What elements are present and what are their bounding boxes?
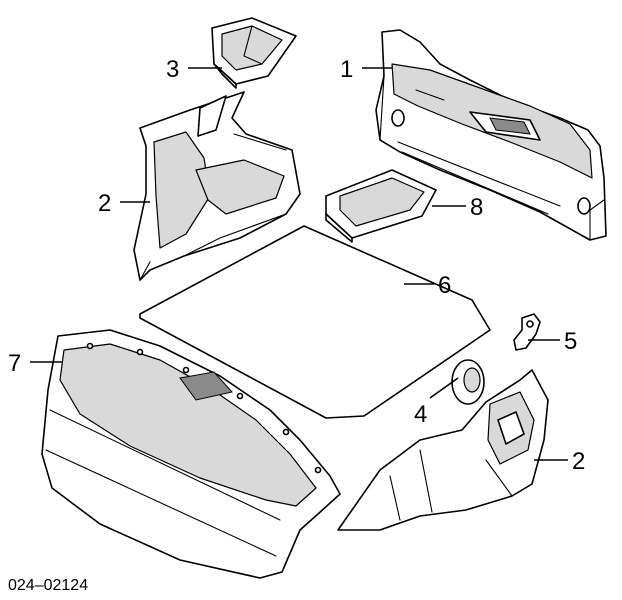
callout-8: 8 [470,194,483,221]
callout-2-lower: 2 [572,448,585,475]
callout-6: 6 [438,272,451,299]
part-7-rear-shelf [41,329,341,579]
callout-5: 5 [564,328,577,355]
callout-1: 1 [340,56,353,83]
part-2-left-side-trim [133,91,301,281]
part-4-round-cover [451,359,485,405]
leader-4 [429,377,459,399]
callout-4: 4 [414,401,427,428]
callout-2-upper: 2 [98,190,111,217]
part-1-rear-panel-trim [375,29,607,241]
callout-7: 7 [8,350,21,377]
callout-3: 3 [166,56,179,83]
part-2-right-side-trim [337,369,549,531]
part-6-floor-mat [139,225,491,419]
diagram-code: 024–02124 [8,577,88,594]
part-8-tray [325,169,437,243]
part-5-bracket [513,313,541,351]
part-3-storage-box [211,17,297,89]
